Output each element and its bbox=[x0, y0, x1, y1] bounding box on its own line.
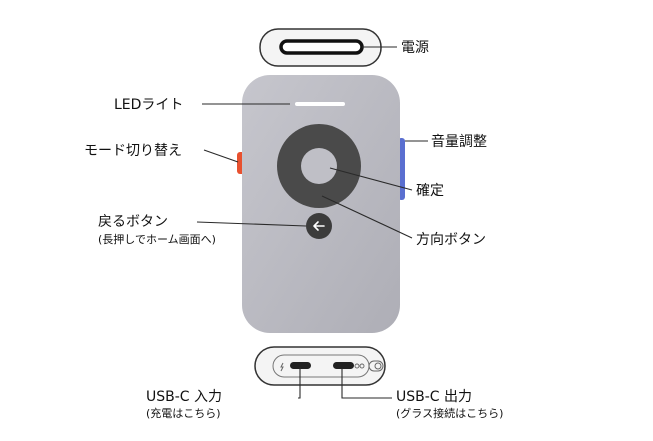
back-button[interactable] bbox=[306, 213, 332, 239]
left-arrow-icon bbox=[313, 221, 325, 231]
label-usbc-input-sub: (充電はこちら) bbox=[146, 406, 221, 420]
bottom-edge-view bbox=[254, 346, 386, 386]
label-mode-switch: モード切り替え bbox=[84, 143, 182, 159]
glasses-icon bbox=[354, 363, 365, 369]
side-tab bbox=[368, 360, 384, 372]
label-back-button: 戻るボタン bbox=[98, 214, 168, 230]
usbc-input-port[interactable] bbox=[290, 362, 311, 369]
label-led-light: LEDライト bbox=[114, 97, 183, 113]
usbc-output-port[interactable] bbox=[333, 362, 354, 369]
confirm-button[interactable] bbox=[301, 148, 337, 184]
power-button[interactable] bbox=[279, 39, 364, 55]
label-confirm: 確定 bbox=[416, 183, 444, 199]
label-usbc-output: USB-C 出力 bbox=[396, 389, 472, 405]
label-direction-button: 方向ボタン bbox=[416, 232, 486, 248]
label-usbc-output-sub: (グラス接続はこちら) bbox=[396, 406, 503, 420]
lightning-icon bbox=[280, 362, 284, 372]
device-body bbox=[237, 75, 405, 333]
leader-lines bbox=[196, 46, 428, 399]
label-volume: 音量調整 bbox=[431, 133, 487, 150]
label-power: 電源 bbox=[401, 40, 429, 56]
led-light bbox=[295, 102, 345, 106]
label-usbc-input: USB-C 入力 bbox=[146, 389, 222, 405]
label-back-button-sub: (長押しでホーム画面へ) bbox=[98, 232, 216, 246]
